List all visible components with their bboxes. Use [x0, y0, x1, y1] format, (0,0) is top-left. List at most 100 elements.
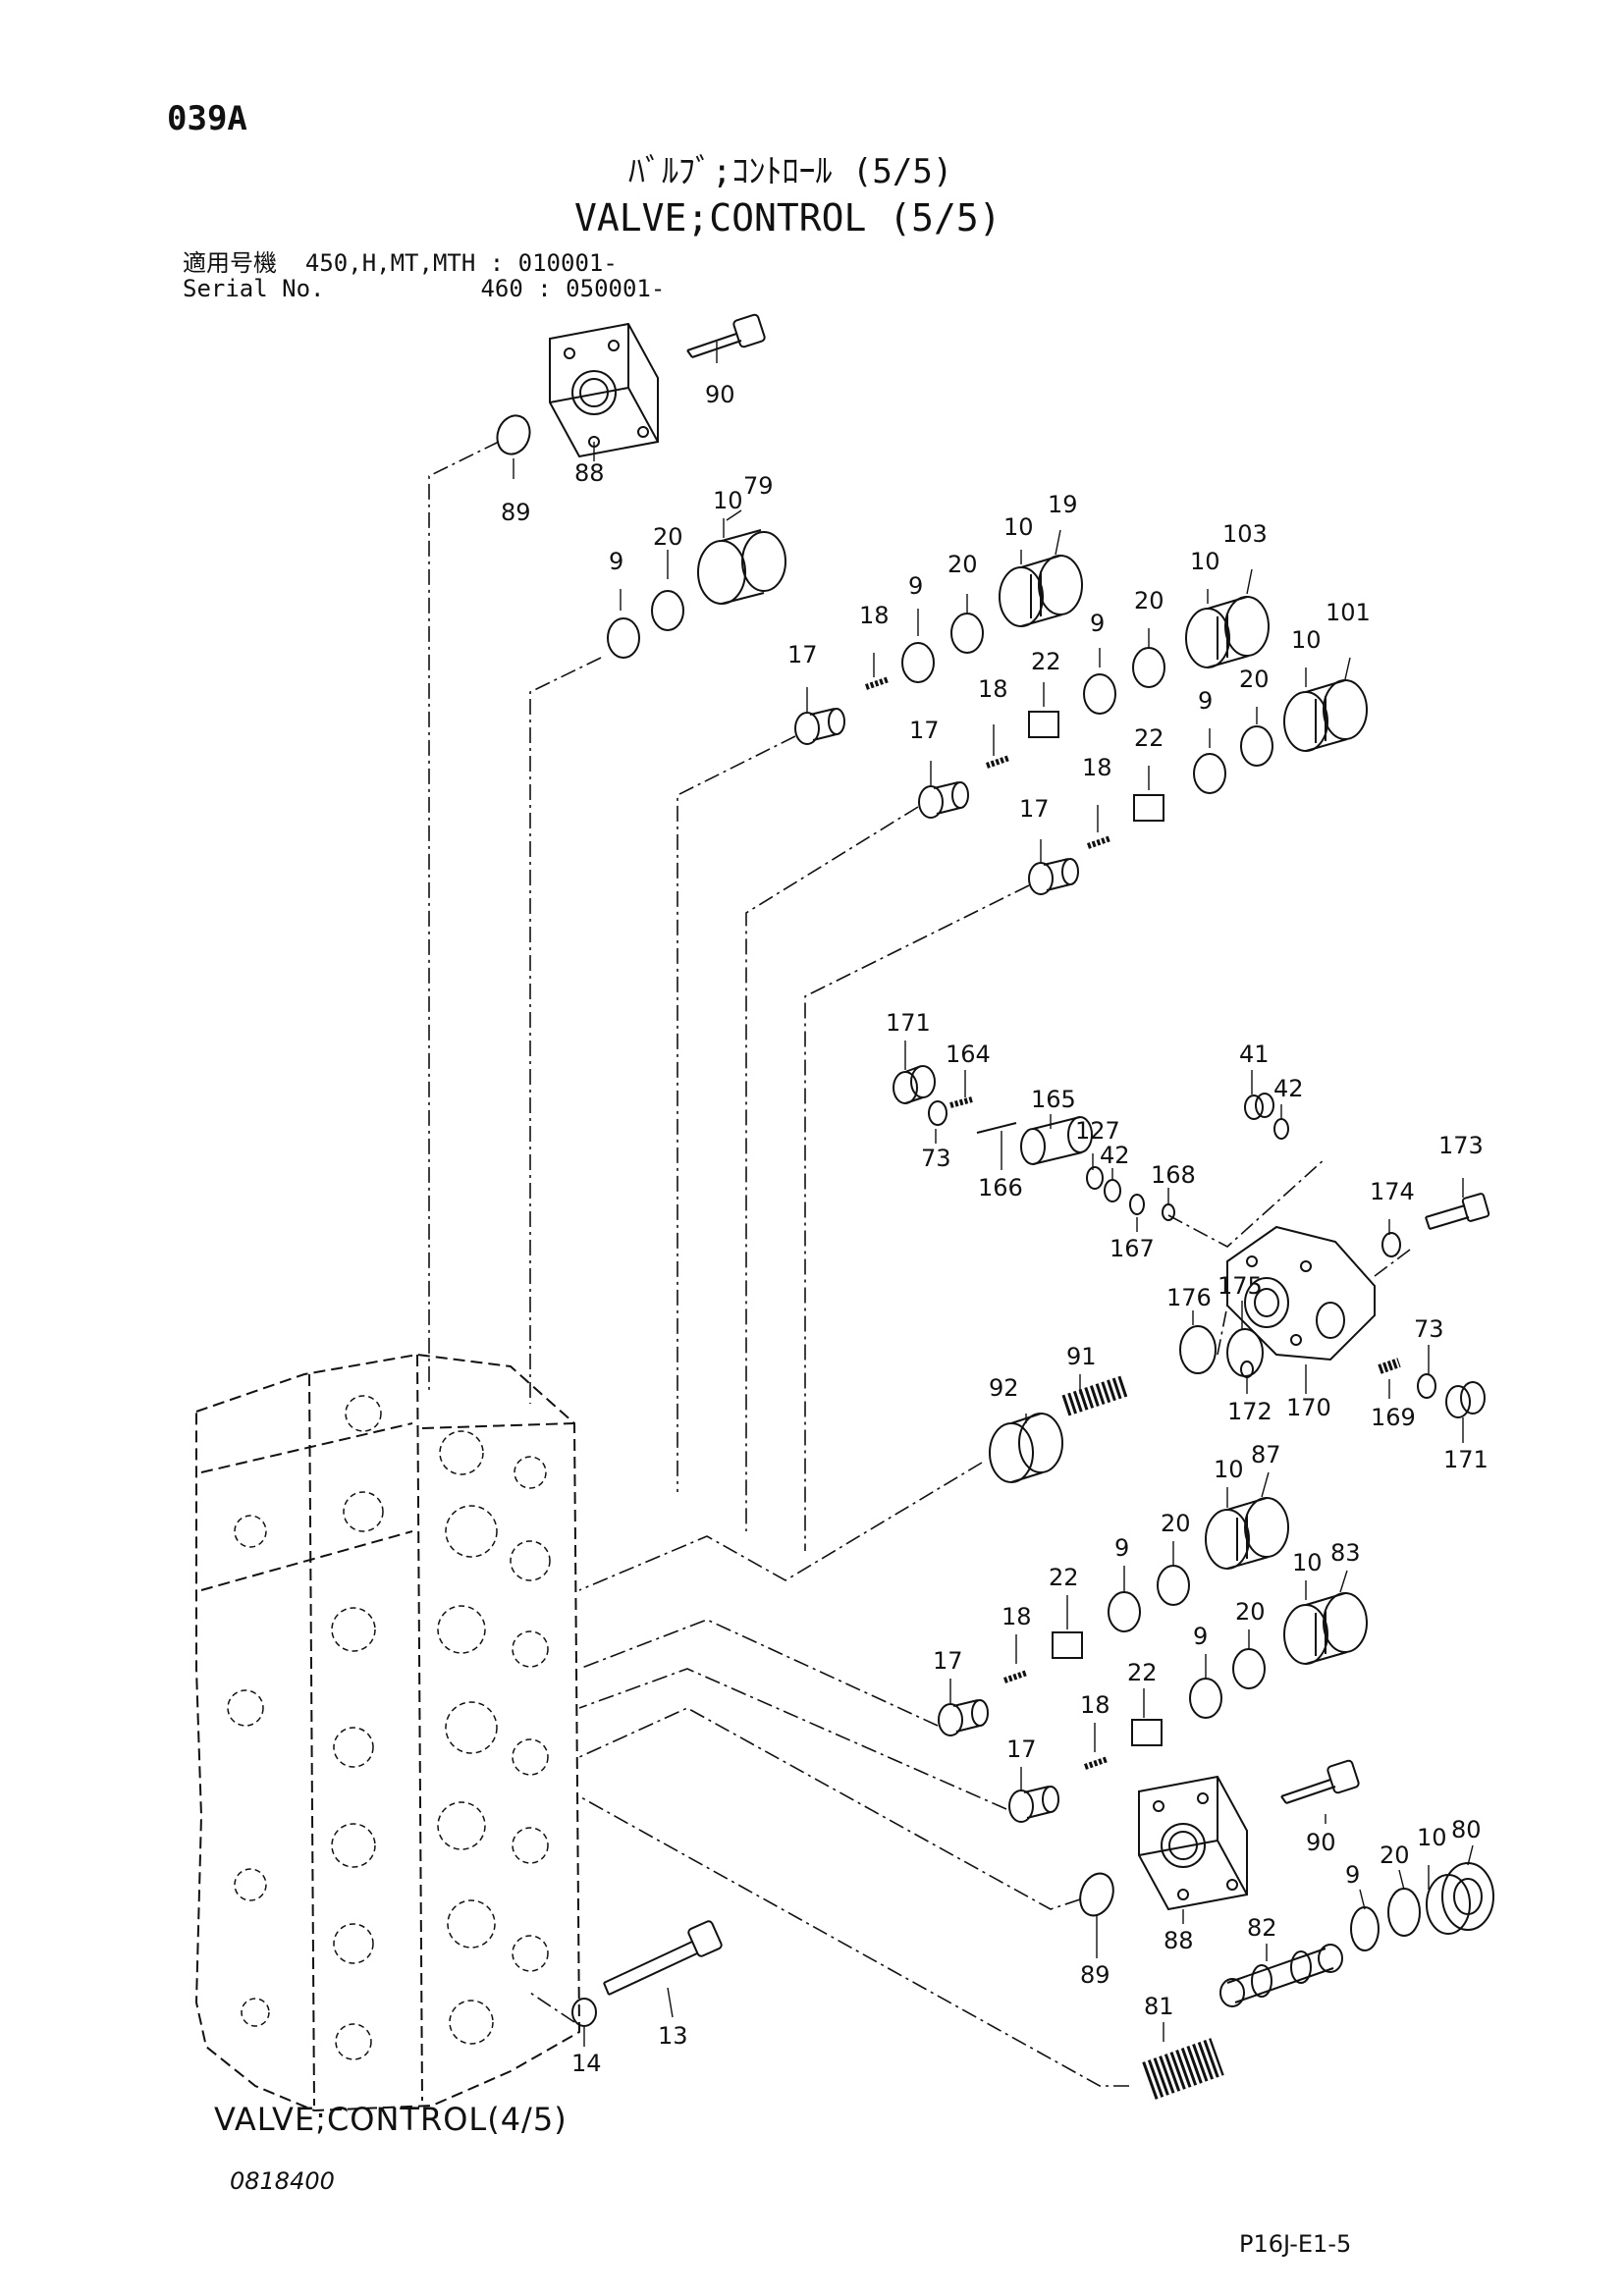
part-label: 22 — [1127, 1659, 1158, 1686]
valve-body-ports — [227, 1395, 551, 2060]
part-label: 20 — [1380, 1842, 1410, 1869]
part-label: 18 — [1080, 1691, 1110, 1719]
title-japanese: ﾊﾞﾙﾌﾞ;ｺﾝﾄﾛｰﾙ (5/5) — [628, 152, 953, 191]
serial-model: 450,H,MT,MTH — [304, 249, 476, 277]
block-22 — [1028, 711, 1059, 738]
serial-range: 010001- — [517, 249, 618, 277]
part-label: 91 — [1066, 1343, 1097, 1370]
part-label: 17 — [787, 641, 818, 668]
part-label: 164 — [946, 1041, 991, 1068]
part-label: 42 — [1273, 1075, 1304, 1102]
part-label: 41 — [1239, 1041, 1270, 1068]
plug-171 — [1445, 1381, 1486, 1418]
part-label: 101 — [1326, 599, 1371, 626]
o-ring-9 — [1108, 1591, 1141, 1632]
poppet-17 — [938, 1699, 989, 1736]
o-ring-73 — [1417, 1373, 1436, 1399]
part-label: 42 — [1100, 1142, 1130, 1169]
ring-20 — [1132, 647, 1165, 688]
part-label: 17 — [1006, 1735, 1037, 1763]
sheet-id: P16J-E1-5 — [1239, 2230, 1352, 2258]
part-label: 10 — [1291, 626, 1322, 654]
reference-label: VALVE;CONTROL(4/5) — [214, 2101, 568, 2138]
bolt-top — [686, 313, 766, 358]
part-label: 175 — [1218, 1272, 1263, 1300]
o-ring-73 — [928, 1100, 947, 1126]
part-label: 9 — [1090, 610, 1105, 637]
ring-20 — [1157, 1565, 1190, 1606]
ring-20 — [1240, 725, 1273, 767]
part-label: 174 — [1370, 1178, 1415, 1205]
spring-18 — [986, 755, 1010, 769]
part-label: 171 — [1443, 1446, 1489, 1473]
ring-20 — [950, 613, 984, 654]
part-label: 10 — [1190, 548, 1220, 575]
part-label: 79 — [743, 472, 774, 500]
part-label: 19 — [1048, 491, 1078, 518]
plug-92 — [989, 1413, 1063, 1483]
plug-79 — [697, 529, 786, 605]
poppet-17 — [918, 781, 969, 819]
title-english: VALVE;CONTROL (5/5) — [574, 196, 1001, 240]
o-ring-42 — [1273, 1118, 1289, 1140]
part-label: 22 — [1134, 724, 1164, 752]
part-label: 20 — [653, 523, 683, 551]
part-label: 168 — [1151, 1161, 1196, 1189]
spring-18 — [865, 676, 890, 690]
plug-87 — [1205, 1497, 1289, 1570]
spring-169 — [1378, 1358, 1401, 1374]
part-label: 90 — [705, 381, 735, 408]
spring-18 — [1003, 1670, 1028, 1683]
o-ring-bottom — [1079, 1872, 1114, 1917]
part-label: 92 — [989, 1374, 1019, 1402]
ring-20 — [1387, 1888, 1421, 1937]
part-label: 172 — [1227, 1398, 1272, 1425]
o-ring-9 — [1193, 753, 1226, 794]
bolt-bottom — [1280, 1759, 1360, 1804]
plug-171 — [893, 1065, 936, 1104]
spring-91 — [1061, 1375, 1128, 1416]
part-label: 9 — [1198, 687, 1213, 715]
ring-127 — [1086, 1166, 1104, 1190]
part-label: 166 — [978, 1174, 1023, 1201]
part-label: 167 — [1110, 1235, 1155, 1262]
serial-label: 適用号機 — [183, 249, 277, 277]
o-ring-9 — [901, 642, 935, 683]
part-label: 169 — [1371, 1404, 1416, 1431]
part-label: 170 — [1286, 1394, 1331, 1421]
block-22 — [1133, 794, 1164, 822]
spring-81 — [1142, 2038, 1224, 2100]
bolt-13 — [603, 1920, 723, 1996]
o-ring-176 — [1179, 1325, 1217, 1374]
label-leaders — [513, 342, 1474, 2047]
ring-175 — [1226, 1328, 1264, 1377]
ring-172 — [1240, 1361, 1254, 1378]
serial-range: 050001- — [566, 275, 666, 302]
serial-separator: : — [489, 249, 505, 277]
part-label: 90 — [1306, 1829, 1336, 1856]
o-ring-9 — [1350, 1906, 1380, 1951]
leader-lines — [428, 441, 1415, 2087]
part-label: 73 — [921, 1145, 951, 1172]
cover-block-170 — [1226, 1225, 1376, 1362]
part-label: 9 — [1345, 1861, 1360, 1889]
part-label: 20 — [1235, 1598, 1266, 1626]
part-label: 14 — [571, 2050, 602, 2077]
washer-14 — [571, 1998, 597, 2027]
valve-body-outline — [194, 1353, 581, 2112]
part-label: 82 — [1247, 1914, 1277, 1942]
part-label: 10 — [1292, 1549, 1323, 1576]
part-label: 10 — [713, 487, 743, 514]
part-label: 9 — [1114, 1534, 1129, 1562]
flange-block-top — [549, 322, 659, 458]
poppet-17 — [1028, 858, 1079, 895]
part-label: 20 — [947, 551, 978, 578]
part-label: 88 — [574, 459, 605, 487]
serial-separator: : — [537, 275, 552, 302]
ring-20 — [1232, 1648, 1266, 1689]
part-label: 10 — [1214, 1456, 1244, 1483]
part-label: 81 — [1144, 1993, 1174, 2020]
part-label: 9 — [609, 548, 623, 575]
